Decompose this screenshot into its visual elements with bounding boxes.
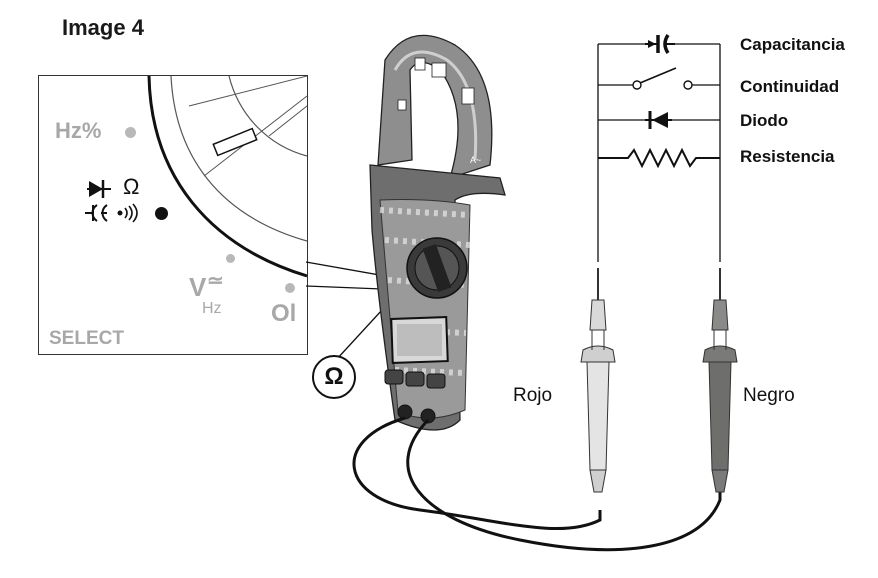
off-indicator-dot	[285, 283, 295, 293]
ohm-label: Ω	[123, 174, 140, 199]
v-indicator-dot	[226, 254, 235, 263]
figure-title: Image 4	[62, 15, 144, 40]
selector-inset: Hz% Ω V ≃ Hz Ol SELECT	[38, 75, 308, 355]
function-label-continuity: Continuidad	[740, 77, 840, 96]
ohm-callout-symbol: Ω	[324, 363, 344, 390]
function-label-capacitance: Capacitancia	[740, 35, 845, 54]
ac-dc-symbol: ≃	[207, 270, 224, 292]
switch-icon	[632, 67, 693, 90]
ohm-indicator-dot	[155, 207, 168, 220]
function-label-diode: Diodo	[740, 111, 789, 130]
function-button-1	[384, 369, 404, 385]
diode-icon	[87, 180, 111, 198]
red-probe-cable	[352, 416, 602, 531]
v-label: V	[189, 272, 207, 302]
hz-percent-label: Hz%	[55, 118, 102, 143]
select-label: SELECT	[49, 328, 124, 349]
capacitor-icon	[645, 34, 675, 54]
function-button-3	[426, 373, 446, 389]
svg-text:A~: A~	[470, 155, 481, 165]
probe-label-red: Rojo	[513, 385, 553, 406]
meter-body	[369, 164, 506, 431]
red-probe	[580, 268, 616, 493]
function-button-2	[405, 371, 425, 387]
probe-label-black: Negro	[743, 385, 795, 406]
dial-arc-graphic	[147, 76, 307, 278]
input-jack-v	[420, 408, 436, 424]
function-symbol-wiring	[597, 43, 721, 262]
input-jack-com	[397, 404, 413, 420]
black-probe	[702, 268, 738, 493]
resistor-icon	[598, 147, 720, 169]
hz-sub-label: Hz	[202, 300, 222, 317]
hz-indicator-dot	[125, 127, 136, 138]
function-label-resistance: Resistencia	[740, 147, 835, 166]
off-label: Ol	[271, 300, 297, 327]
black-probe-cable	[406, 418, 722, 552]
capacitor-continuity-icon	[85, 203, 138, 223]
diode-icon	[645, 111, 672, 129]
clamp-jaw: A~	[377, 34, 493, 179]
ohm-callout: Ω	[312, 355, 356, 399]
